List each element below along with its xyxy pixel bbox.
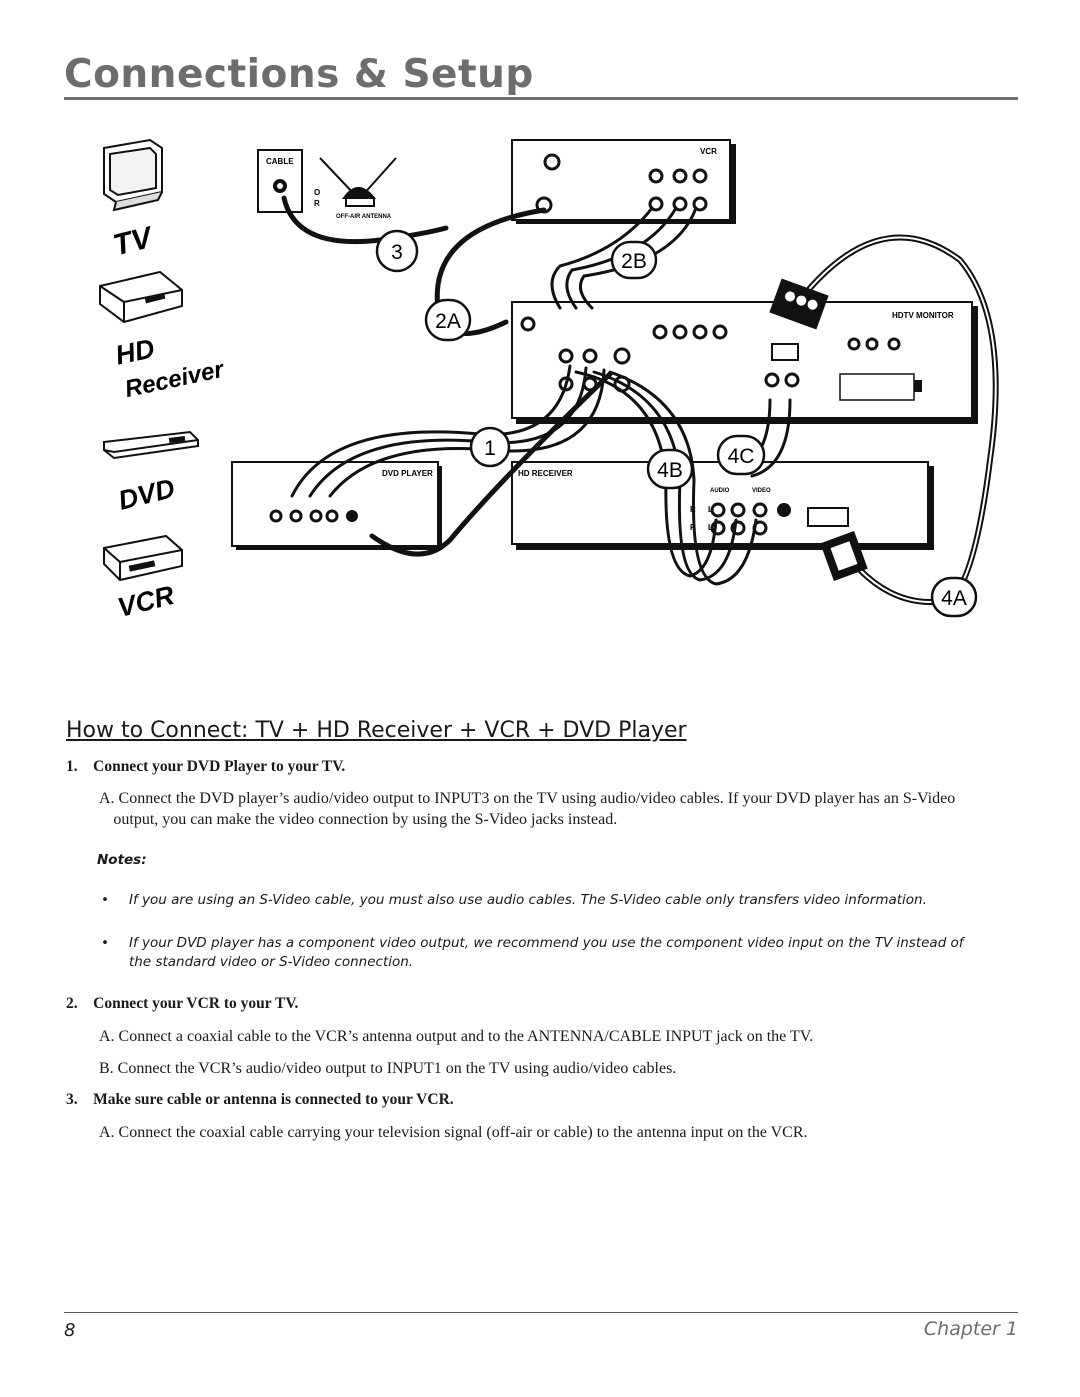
svg-text:4A: 4A [941,587,967,610]
svg-text:4B: 4B [657,459,683,482]
antenna-label: OFF-AIR ANTENNA [336,214,392,220]
hd-receiver-panel [511,461,934,550]
step-1-title: 1. Connect your DVD Player to your TV. [66,758,346,775]
svg-text:1: 1 [484,437,496,460]
dvd-player-icon [103,430,199,460]
callout-1: 1 [469,426,511,468]
hd-receiver-icon [99,270,183,324]
title-rule [64,97,1018,100]
step-2-paragraph-a: A. Connect a coaxial cable to the VCR’s … [99,1028,814,1045]
vcr-label: VCR [115,580,178,623]
svg-text:2A: 2A [435,310,461,333]
step-2-paragraph-b: B. Connect the VCR’s audio/video output … [99,1060,677,1077]
component-adapter [769,278,829,330]
svg-text:3: 3 [391,241,403,264]
note-item: • If your DVD player has a component vid… [101,934,981,972]
dvd-player-panel-label: DVD PLAYER [382,469,433,478]
footer-rule [64,1312,1018,1313]
callout-4a: 4A [930,576,978,618]
note-text: If you are using an S-Video cable, you m… [129,892,927,908]
or-label-o: O [314,188,320,197]
callout-4b: 4B [646,448,694,490]
section-heading: How to Connect: TV + HD Receiver + VCR +… [66,718,687,743]
note-text: If your DVD player has a component video… [129,935,964,970]
hd-label: HD [113,333,157,370]
cable-label: CABLE [266,157,294,166]
bullet-icon: • [101,935,109,951]
svg-text:2B: 2B [621,250,647,273]
page-number: 8 [64,1320,76,1341]
cable-wall-plate [257,149,303,213]
vga-connector [820,531,868,581]
vcr-icon [103,534,183,582]
connection-diagram: TV HD Receiver DVD VCR CABLE O R OFF-AIR… [99,138,999,623]
or-label-r: R [314,199,320,208]
tv-icon [103,138,163,212]
hd-receiver-l-label-top: L [708,505,713,514]
step-3-paragraph-a: A. Connect the coaxial cable carrying yo… [99,1124,808,1141]
tv-label: TV [110,220,158,262]
vcr-panel-label: VCR [700,147,717,156]
dvd-player-panel [231,461,442,550]
hd-receiver-panel-label: HD RECEIVER [518,469,573,478]
bullet-icon: • [101,892,109,908]
hd-receiver-l-label-bottom: L [708,523,713,532]
step-1-paragraph-a: A. Connect the DVD player’s audio/video … [99,790,956,828]
notes-label: Notes: [97,852,147,868]
svg-text:4C: 4C [728,445,755,468]
hdtv-monitor-panel [511,301,978,424]
hd-receiver-video-label: VIDEO [752,488,771,494]
chapter-label: Chapter 1 [923,1318,1018,1340]
step-2-title: 2. Connect your VCR to your TV. [66,995,299,1012]
vcr-back-panel [511,139,736,224]
callout-3: 3 [375,229,419,273]
page-title: Connections & Setup [64,52,534,97]
step-3-title: 3. Make sure cable or antenna is connect… [66,1091,454,1108]
dvd-label: DVD [115,473,178,516]
hdtv-monitor-label: HDTV MONITOR [892,311,954,320]
note-item: • If you are using an S-Video cable, you… [101,891,981,910]
callout-2b: 2B [610,240,658,280]
hd-receiver-audio-label: AUDIO [710,488,730,494]
callout-2a: 2A [424,298,472,342]
callout-4c: 4C [716,434,766,476]
off-air-antenna-icon [319,157,397,207]
